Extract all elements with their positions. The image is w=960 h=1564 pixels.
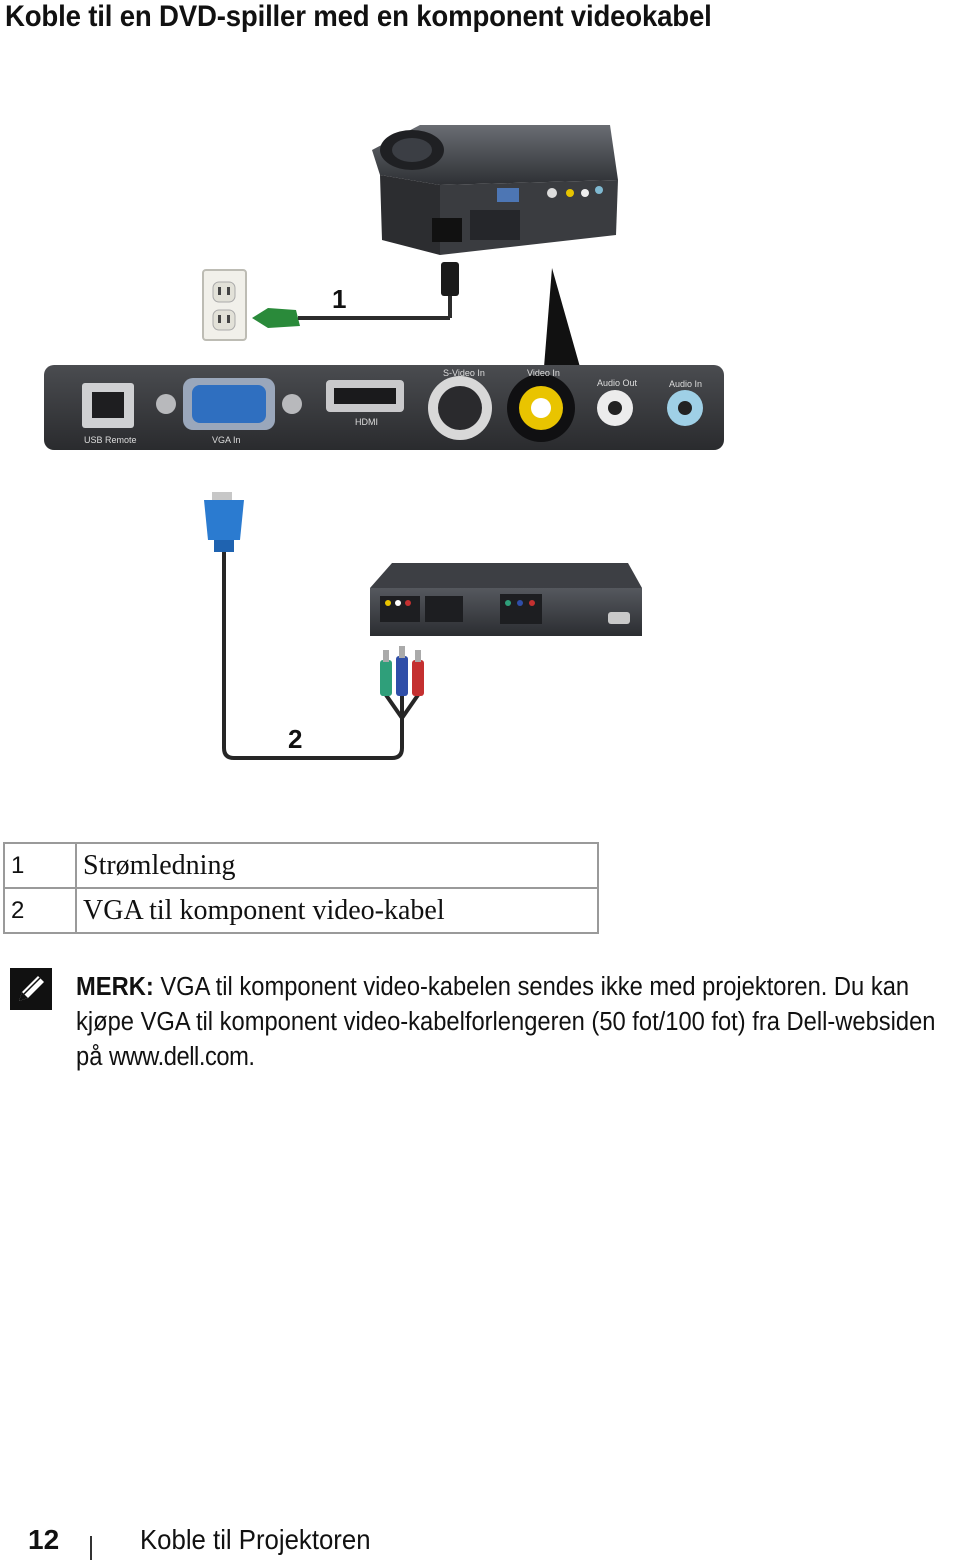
pointer-wedge <box>544 268 580 367</box>
vga-component-cable <box>204 492 424 760</box>
page-number: 12 <box>28 1524 60 1555</box>
port-label-vga-in: VGA In <box>212 435 241 445</box>
footer-divider <box>90 1536 92 1560</box>
port-label-hdmi: HDMI <box>355 417 378 427</box>
port-label-usb-remote: USB Remote <box>84 435 137 445</box>
parts-table: 1 Strømledning 2 VGA til komponent video… <box>3 842 599 934</box>
port-label-audio-out: Audio Out <box>597 378 638 388</box>
part-number: 2 <box>3 887 77 934</box>
footer-section-title: Koble til Projektoren <box>140 1524 371 1555</box>
callout-1: 1 <box>332 284 346 314</box>
note-text: MERK: VGA til komponent video-kabelen se… <box>76 970 960 1075</box>
part-number: 1 <box>3 842 77 889</box>
dvd-player-illustration <box>370 563 642 636</box>
port-label-audio-in: Audio In <box>669 379 702 389</box>
table-row: 2 VGA til komponent video-kabel <box>3 887 599 934</box>
projector-illustration <box>372 125 618 255</box>
callout-2: 2 <box>288 724 302 754</box>
dell-website-link[interactable]: www.dell.com <box>108 1043 249 1071</box>
note-pencil-icon <box>10 968 52 1010</box>
part-label: VGA til komponent video-kabel <box>75 887 599 934</box>
part-label: Strømledning <box>75 842 599 889</box>
note-prefix: MERK: <box>76 973 154 1001</box>
projector-connector-panel <box>44 365 724 450</box>
note-body: VGA til komponent video-kabelen sendes i… <box>76 973 936 1071</box>
port-label-s-video-in: S-Video In <box>443 368 485 378</box>
wall-outlet-illustration <box>202 269 247 341</box>
page-title: Koble til en DVD-spiller med en komponen… <box>5 0 712 33</box>
table-row: 1 Strømledning <box>3 842 599 889</box>
connection-diagram: 1 USB Remote VGA In HDMI S-Video In Vide… <box>44 125 724 760</box>
power-cable <box>252 262 459 328</box>
port-label-video-in: Video In <box>527 368 560 378</box>
note-suffix: . <box>248 1043 255 1071</box>
